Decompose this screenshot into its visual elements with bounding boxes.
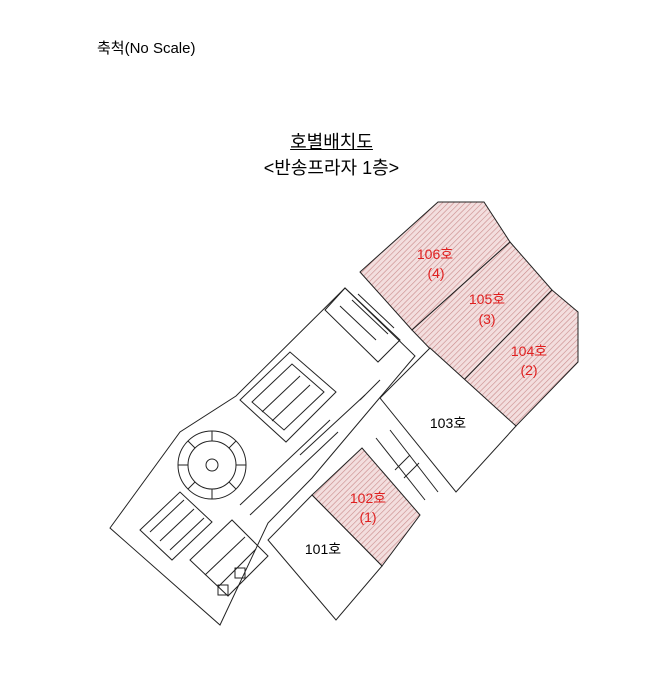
unit-102-name: 102호	[350, 490, 386, 506]
stairwell-upper	[324, 287, 401, 363]
unit-101-shape	[267, 494, 383, 621]
unit-102[interactable]: 102호 (1)	[311, 447, 421, 567]
unit-105-num: (3)	[478, 311, 495, 327]
unit-104-name: 104호	[511, 343, 547, 359]
unit-106-num: (4)	[427, 265, 444, 281]
plan-title: 호별배치도	[290, 132, 373, 152]
unit-104-num: (2)	[520, 362, 537, 378]
restrooms	[189, 519, 269, 597]
unit-105[interactable]: 105호 (3)	[411, 241, 553, 383]
unit-106-name: 106호	[417, 246, 453, 262]
stairwell-lower	[139, 491, 213, 561]
unit-105-name: 105호	[469, 291, 505, 307]
escalator	[239, 351, 337, 443]
unit-104-shape	[461, 289, 579, 427]
unit-106[interactable]: 106호 (4)	[359, 201, 511, 331]
unit-104[interactable]: 104호 (2)	[461, 289, 579, 427]
scale-note: 축척(No Scale)	[97, 40, 196, 57]
unit-103-name: 103호	[430, 415, 466, 431]
unit-103-shape	[379, 347, 517, 493]
unit-101-name: 101호	[305, 541, 341, 557]
spiral-stair	[177, 430, 247, 500]
unit-103[interactable]: 103호	[379, 347, 517, 493]
plan-subtitle: <반송프라자 1층>	[263, 158, 400, 178]
unit-102-num: (1)	[359, 509, 376, 525]
unit-101[interactable]: 101호	[267, 494, 383, 621]
corridor	[239, 379, 439, 516]
building-core	[109, 287, 439, 626]
